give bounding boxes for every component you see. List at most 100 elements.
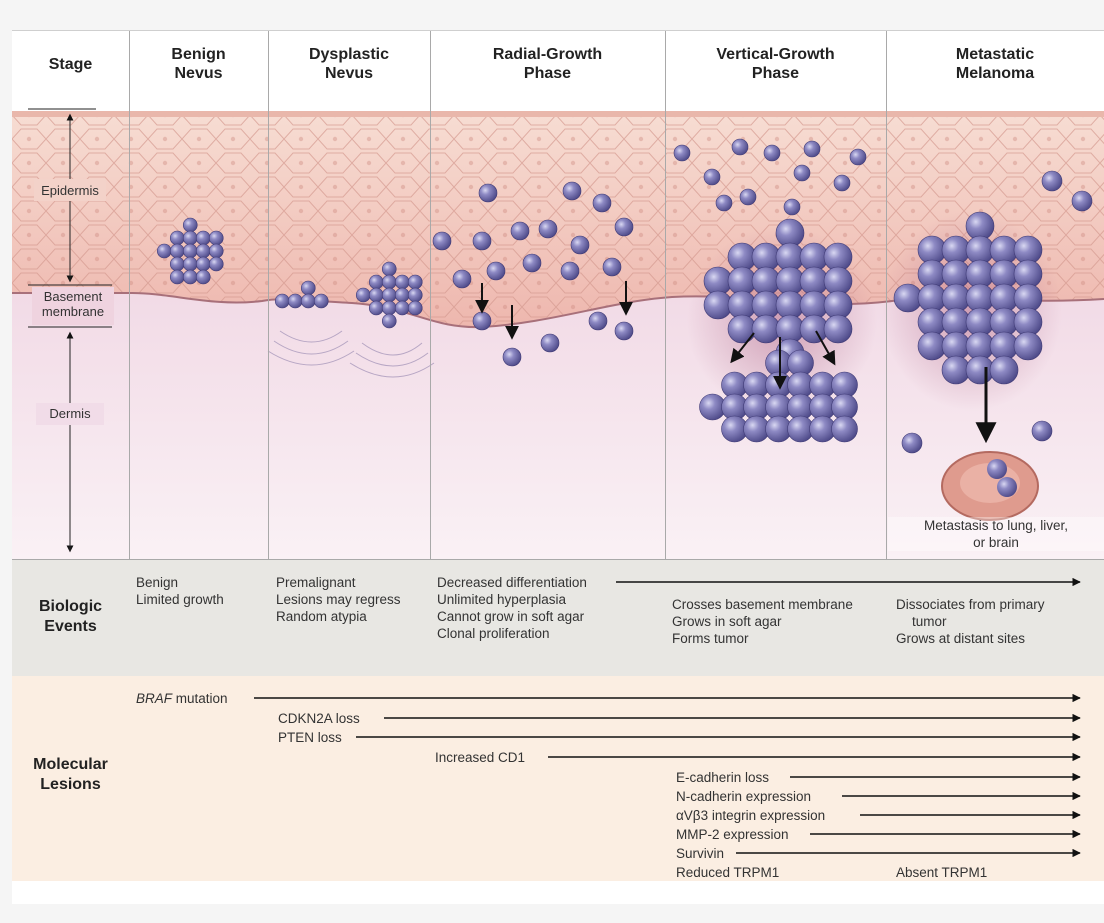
stage-title-line: Phase [430, 64, 665, 83]
melanocyte-cell [794, 165, 810, 181]
biologic-event: Random atypia [276, 608, 401, 625]
melanocyte-cell [196, 257, 210, 271]
lesion-survivin: Survivin [676, 845, 724, 862]
melanocyte-cell [183, 270, 197, 284]
biologic-event: Benign [136, 574, 224, 591]
stage-title-line: Metastatic [886, 45, 1104, 64]
melanocyte-cell [196, 244, 210, 258]
metastatic-cell [997, 477, 1017, 497]
melanocyte-cell [902, 433, 922, 453]
biologic-event: Forms tumor [672, 630, 853, 647]
melanocyte-cell [395, 275, 409, 289]
biologic-event: Clonal proliferation [437, 625, 587, 642]
melanocyte-cell [511, 222, 529, 240]
layer-label-line: Basement [32, 289, 114, 304]
melanocyte-cell [615, 218, 633, 236]
melanocyte-cell [473, 232, 491, 250]
melanocyte-cell [593, 194, 611, 212]
melanocyte-cell [209, 231, 223, 245]
melanocyte-cell [395, 301, 409, 315]
row-label-line: Lesions [12, 775, 129, 795]
melanocyte-cell [561, 262, 579, 280]
skin-surface [12, 111, 1104, 117]
melanocyte-cell [453, 270, 471, 288]
biologic-vertical: Crosses basement membrane Grows in soft … [672, 596, 853, 647]
lesion-absent-trpm1: Absent TRPM1 [896, 864, 987, 881]
melanocyte-cell [804, 141, 820, 157]
melanocyte-cell [196, 231, 210, 245]
lesion-text: mutation [172, 691, 228, 706]
stage-vertical-growth: Vertical-Growth Phase [665, 45, 886, 83]
melanocyte-cell [395, 288, 409, 302]
gene-name: BRAF [136, 691, 172, 706]
biologic-event: Grows in soft agar [672, 613, 853, 630]
melanocyte-cell [784, 199, 800, 215]
molecular-lesions-label: Molecular Lesions [12, 755, 129, 795]
melanocyte-cell [369, 288, 383, 302]
melanocyte-cell [589, 312, 607, 330]
melanocyte-cell [382, 288, 396, 302]
melanocyte-cell [764, 145, 780, 161]
biologic-events-label: Biologic Events [12, 597, 129, 637]
melanocyte-cell [356, 288, 370, 302]
stage-radial-growth: Radial-Growth Phase [430, 45, 665, 83]
melanocyte-cell [275, 294, 289, 308]
melanocyte-cell [523, 254, 541, 272]
melanocyte-cell [674, 145, 690, 161]
melanocyte-cell [1072, 191, 1092, 211]
stage-benign-nevus: Benign Nevus [129, 45, 268, 83]
melanocyte-cell [157, 244, 171, 258]
biologic-dysplastic: Premalignant Lesions may regress Random … [276, 574, 401, 625]
lesion-ecadherin: E-cadherin loss [676, 769, 769, 786]
melanocyte-cell [209, 244, 223, 258]
melanocyte-cell [1042, 171, 1062, 191]
skin-illustration [12, 31, 1104, 559]
melanocyte-cell [503, 348, 521, 366]
biologic-event: Decreased differentiation [437, 574, 587, 591]
stage-title-line: Melanoma [886, 64, 1104, 83]
layer-label-basement: Basement membrane [32, 289, 114, 319]
melanocyte-cell [183, 231, 197, 245]
melanocyte-cell [382, 314, 396, 328]
biologic-metastatic: Dissociates from primary tumor Grows at … [896, 596, 1045, 647]
melanocyte-cell [170, 270, 184, 284]
melanocyte-cell [1032, 421, 1052, 441]
melanocyte-cell [382, 262, 396, 276]
stage-label: Stage [49, 56, 93, 73]
melanocyte-cell [716, 195, 732, 211]
melanocyte-cell [183, 257, 197, 271]
melanocyte-cell [288, 294, 302, 308]
lesion-ncadherin: N-cadherin expression [676, 788, 811, 805]
stage-header: Stage [12, 55, 129, 74]
melanocyte-cell [615, 322, 633, 340]
stage-title-line: Phase [665, 64, 886, 83]
biologic-radial: Decreased differentiation Unlimited hype… [437, 574, 587, 642]
lesion-mmp2: MMP-2 expression [676, 826, 789, 843]
melanocyte-cell [408, 301, 422, 315]
melanocyte-cell [369, 275, 383, 289]
melanocyte-cell [603, 258, 621, 276]
melanoma-progression-figure: Stage Benign Nevus Dysplastic Nevus Radi… [12, 30, 1104, 904]
row-label-line: Biologic [12, 597, 129, 617]
caption-line: Metastasis to lung, liver, [888, 517, 1104, 534]
melanocyte-cell [209, 257, 223, 271]
biologic-event: Limited growth [136, 591, 224, 608]
melanocyte-cell [196, 270, 210, 284]
melanocyte-cell [732, 139, 748, 155]
melanocyte-cell [487, 262, 505, 280]
layer-label-epidermis: Epidermis [34, 183, 106, 198]
melanocyte-cell [850, 149, 866, 165]
melanocyte-cell [479, 184, 497, 202]
melanocyte-cell [408, 288, 422, 302]
melanocyte-cell [408, 275, 422, 289]
biologic-event: Unlimited hyperplasia [437, 591, 587, 608]
melanocyte-cell [170, 257, 184, 271]
melanocyte-cell [433, 232, 451, 250]
stage-dysplastic-nevus: Dysplastic Nevus [268, 45, 430, 83]
melanocyte-cell [834, 175, 850, 191]
melanocyte-cell [314, 294, 328, 308]
melanocyte-cell [382, 301, 396, 315]
biologic-event: Premalignant [276, 574, 401, 591]
lesion-pten: PTEN loss [278, 729, 342, 746]
melanocyte-cell [824, 315, 852, 343]
